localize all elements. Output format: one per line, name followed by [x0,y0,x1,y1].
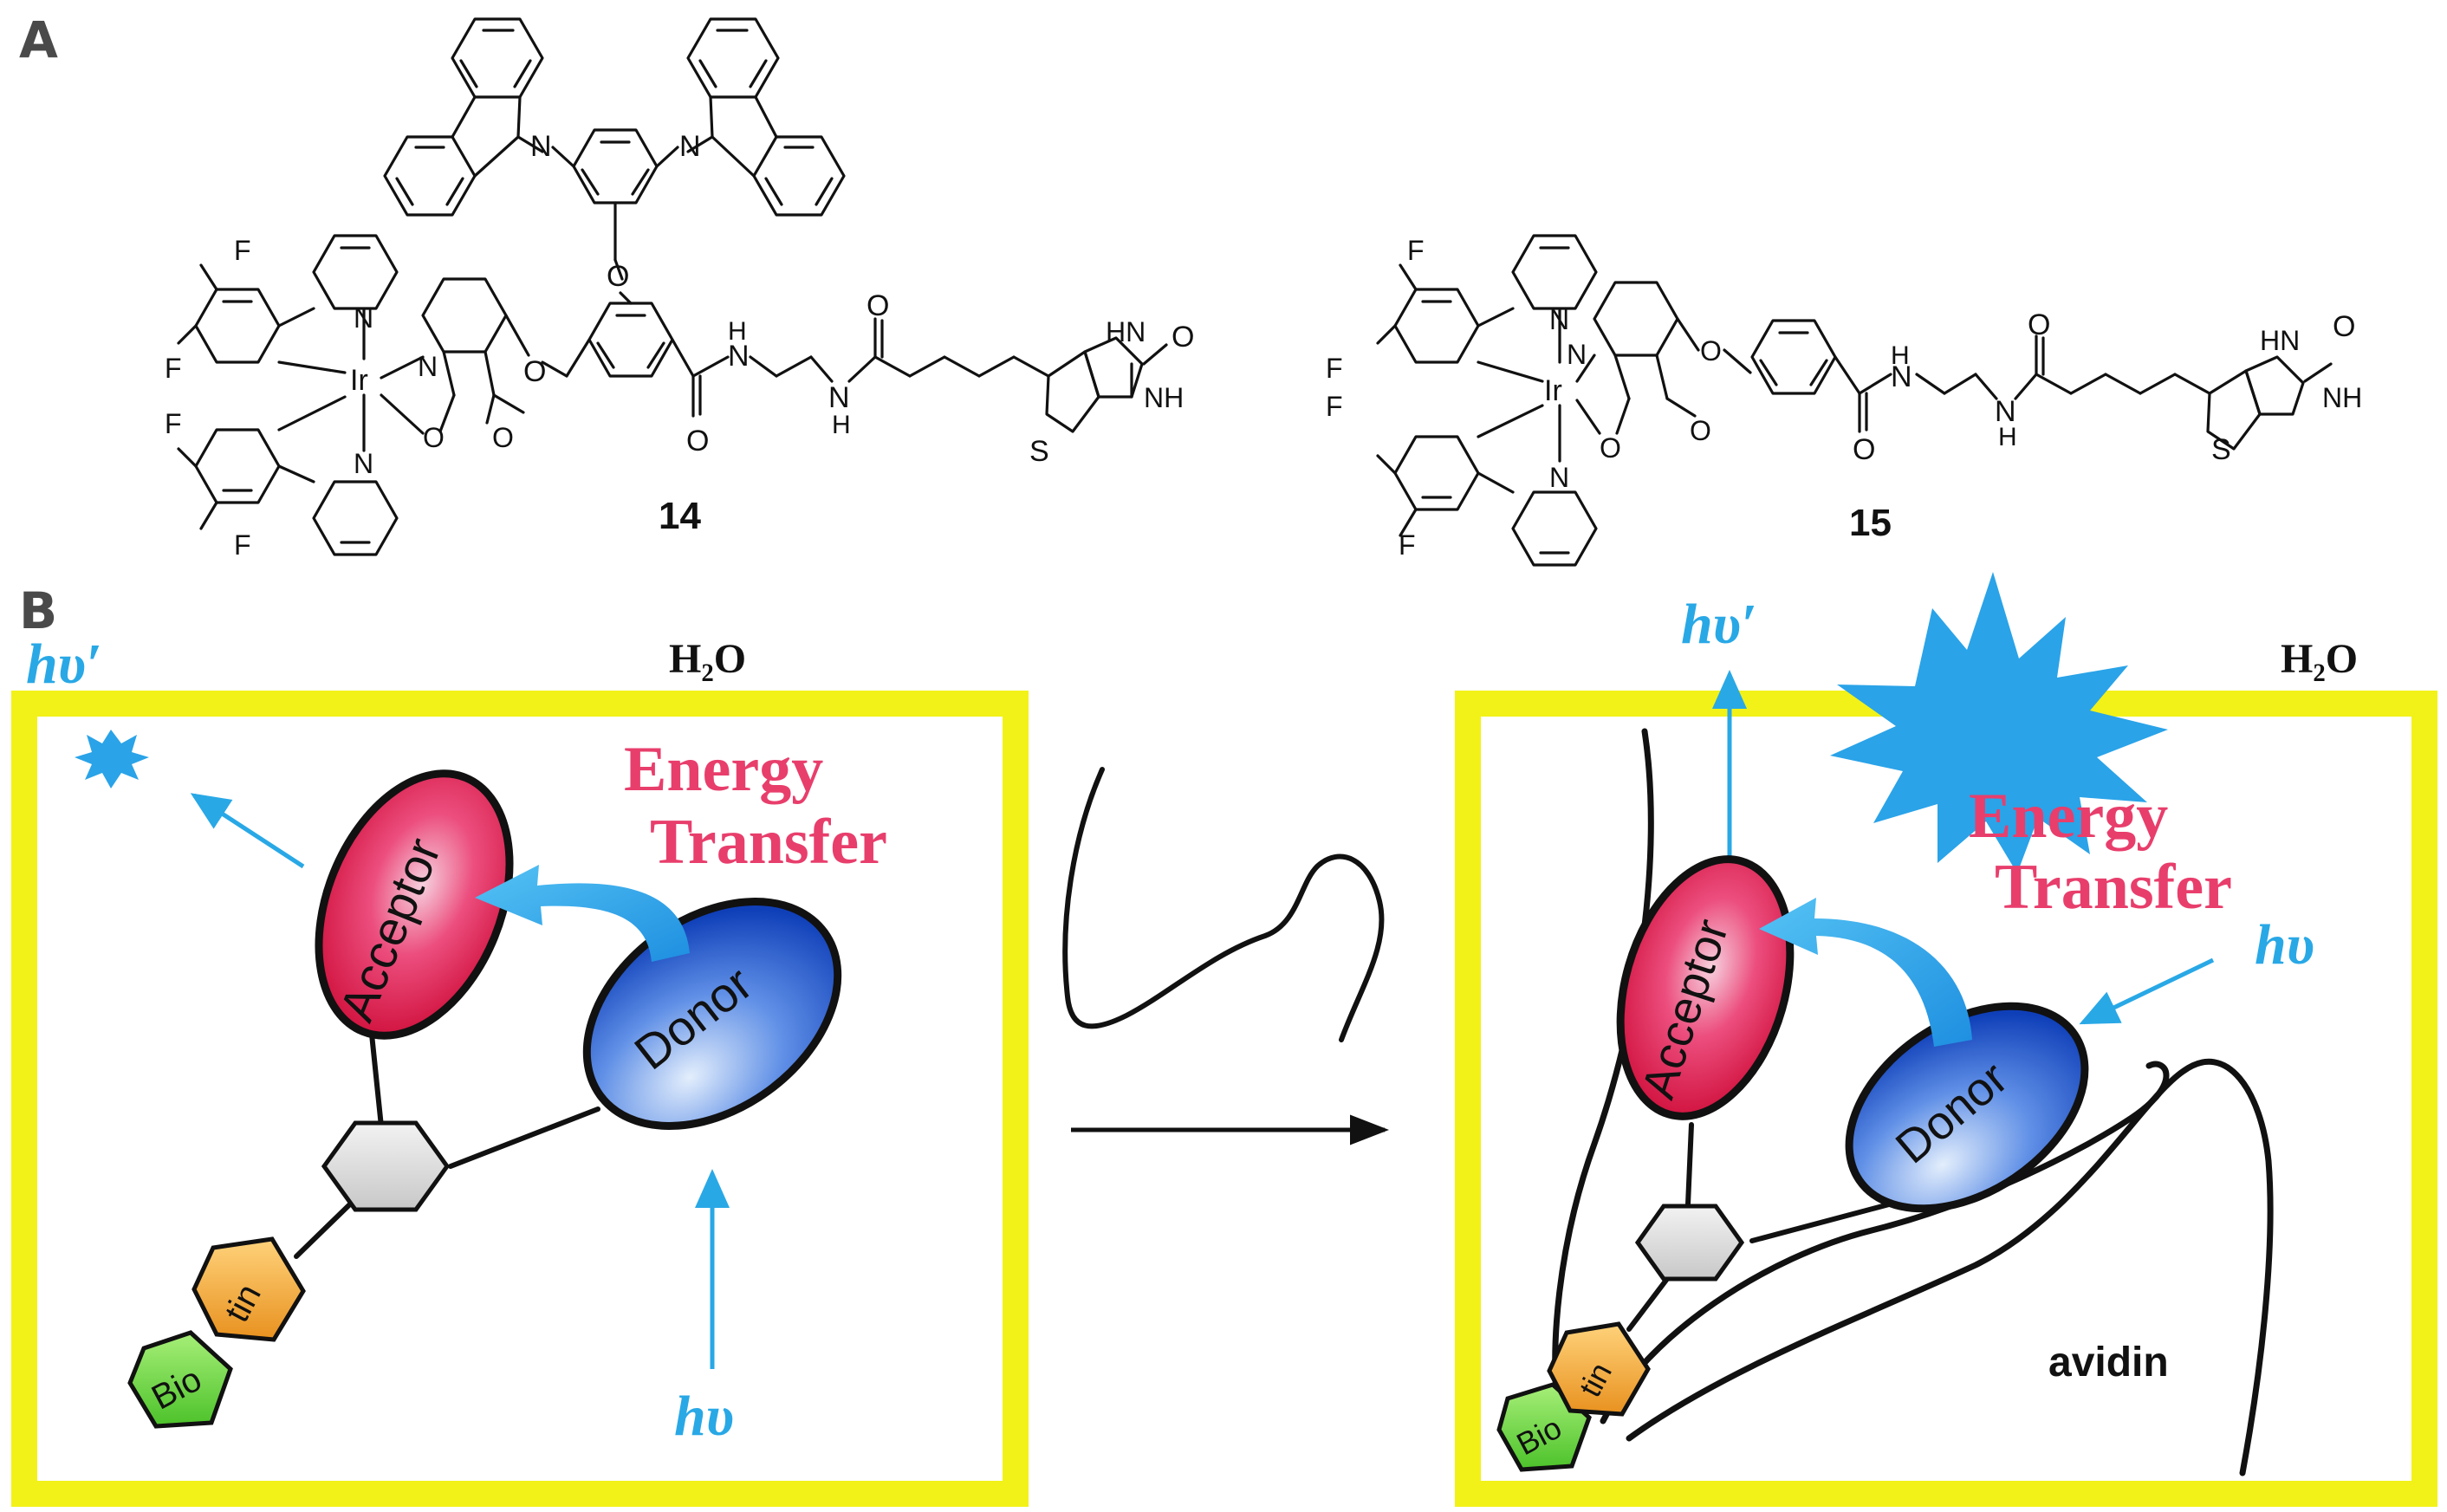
left-linker-hexagon [321,1120,451,1212]
right-emission-burst [1830,572,2168,873]
c15-n-top: N [1549,304,1569,335]
c14-o-ether-top: O [607,260,629,293]
panel-b-letter: B [19,581,57,640]
c14-f4: F [234,529,251,561]
compound-14-structure: N N O O O H N [165,17,1194,561]
left-excitation-label: hυ [674,1385,734,1448]
scheme-right: H₂O hυ′ avidin Acceptor Donor Energy Tra… [1455,572,2437,1507]
right-donor [1845,1002,2089,1213]
left-acceptor [315,769,514,1040]
c14-n-bottom: N [354,448,373,479]
c15-h-amide1: H [1891,341,1910,370]
left-solvent-label: H₂O [669,636,746,682]
c15-o-carbonyl: O [1690,415,1711,446]
c14-o-urea: O [1172,321,1194,354]
c15-f1: F [1407,235,1425,266]
right-solvent-label: H₂O [2281,636,2358,682]
right-excitation-label: hυ [2255,913,2314,977]
left-biotin-orange [191,1236,306,1342]
c14-o-amide1: O [686,425,709,457]
c15-f4: F [1399,529,1416,561]
panel-a-letter: A [19,10,58,69]
right-energy-transfer-arrow [1759,898,1972,1047]
c14-s: S [1029,435,1049,468]
c15-o-amide1: O [1853,433,1875,466]
right-energy-label-1: Energy [1969,781,2168,852]
c15-n-amide1: N [1891,360,1912,393]
c14-h-amide2: H [832,411,851,439]
c15-h-amide2: H [1998,423,2017,451]
c14-o-ether-bottom: O [523,355,546,388]
c14-f3: F [165,408,182,439]
c14-n-pic: N [418,351,438,382]
right-emission-label: hυ′ [1681,593,1757,656]
c15-n-bottom: N [1549,462,1569,493]
c15-n-pic: N [1567,339,1587,370]
c15-nh-urea: NH [2322,382,2362,413]
c14-o-amide2: O [867,289,889,322]
compound-15-label: 15 [1849,502,1892,544]
c15-n-amide2: N [1995,395,2016,428]
c15-s: S [2211,433,2231,466]
c15-o-urea: O [2333,310,2355,343]
right-energy-label-2: Transfer [1995,852,2232,923]
left-emission-arrow [190,793,305,869]
c15-f3: F [1326,391,1343,422]
c15-o-ether: O [1700,335,1722,367]
c14-n-amide1: N [728,340,750,373]
c14-n-carbazole-right: N [679,130,701,163]
right-protein-label: avidin [2048,1340,2169,1385]
left-emission-label: hυ′ [26,633,102,696]
left-energy-transfer-arrow [475,865,690,962]
c14-n-amide2: N [828,381,850,414]
c15-o-amide2: O [2028,308,2050,341]
right-linker-hexagon [1634,1204,1745,1282]
right-acceptor [1616,855,1795,1120]
c15-o-ir: O [1600,432,1621,464]
scheme-left: H₂O hυ′ Acceptor Donor Energy Transfer h… [11,633,1029,1507]
compound-15-structure: F F F F Ir N N N O O O H N O N H O HN O … [1326,234,2362,567]
free-avidin-strand [1062,767,1385,1042]
c15-ir: Ir [1544,374,1562,407]
compound-14-label: 14 [659,495,701,537]
left-emission-burst [75,730,149,788]
c14-ir: Ir [350,364,368,397]
right-avidin-strand-1 [1552,728,1654,1424]
left-energy-label-2: Transfer [650,807,887,878]
c14-n-carbazole-left: N [530,130,552,163]
left-frame [11,691,1029,1507]
c15-f2: F [1326,353,1343,384]
left-energy-label-1: Energy [624,734,823,805]
right-biotin-orange [1547,1321,1651,1417]
c14-f1: F [234,235,251,266]
left-biotin-green [127,1330,233,1429]
c15-hn-urea: HN [2260,325,2300,356]
c14-o-ir: O [423,422,445,453]
c14-nh-urea: NH [1144,382,1184,413]
c14-hn-urea: HN [1106,316,1146,347]
c14-o-carbonyl: O [492,422,514,453]
c14-n-top: N [354,302,373,334]
c14-h-amide1: H [728,317,747,346]
right-excitation-arrow [2079,957,2215,1025]
right-avidin-strand-3 [1626,1058,2274,1476]
c14-f2: F [165,353,182,384]
